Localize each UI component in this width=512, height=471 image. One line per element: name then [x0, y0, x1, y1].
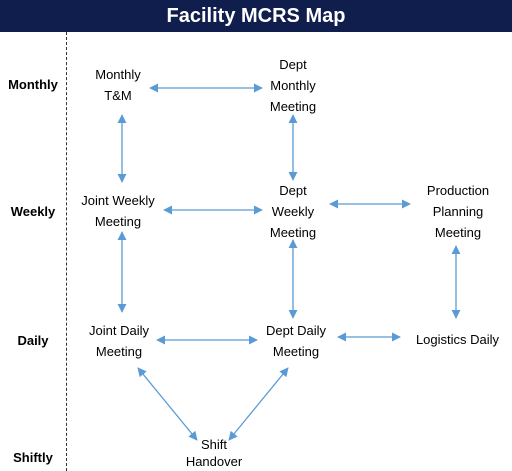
node-dept-weekly-meeting: Dept Weekly Meeting — [269, 183, 317, 240]
node-production-planning-meeting: Production Planning Meeting — [426, 183, 490, 240]
node-shift-handover: Shift Handover — [185, 437, 243, 469]
sidebar-divider — [66, 32, 67, 471]
node-joint-weekly-meeting: Joint Weekly Meeting — [81, 193, 155, 229]
edge-joint-daily-shift-handover — [137, 367, 198, 441]
node-logistics-daily: Logistics Daily — [415, 332, 500, 347]
node-dept-daily-meeting: Dept Daily Meeting — [266, 323, 326, 359]
node-dept-monthly-meeting: Dept Monthly Meeting — [269, 57, 317, 114]
node-joint-daily-meeting: Joint Daily Meeting — [89, 323, 149, 359]
node-monthly-tm: Monthly T&M — [95, 67, 141, 103]
page-title: Facility MCRS Map — [0, 0, 512, 32]
row-label-daily: Daily — [17, 333, 49, 348]
row-label-weekly: Weekly — [10, 204, 56, 219]
row-label-shiftly: Shiftly — [13, 450, 53, 465]
edge-dept-daily-shift-handover — [228, 367, 289, 441]
row-label-monthly: Monthly — [8, 77, 58, 92]
